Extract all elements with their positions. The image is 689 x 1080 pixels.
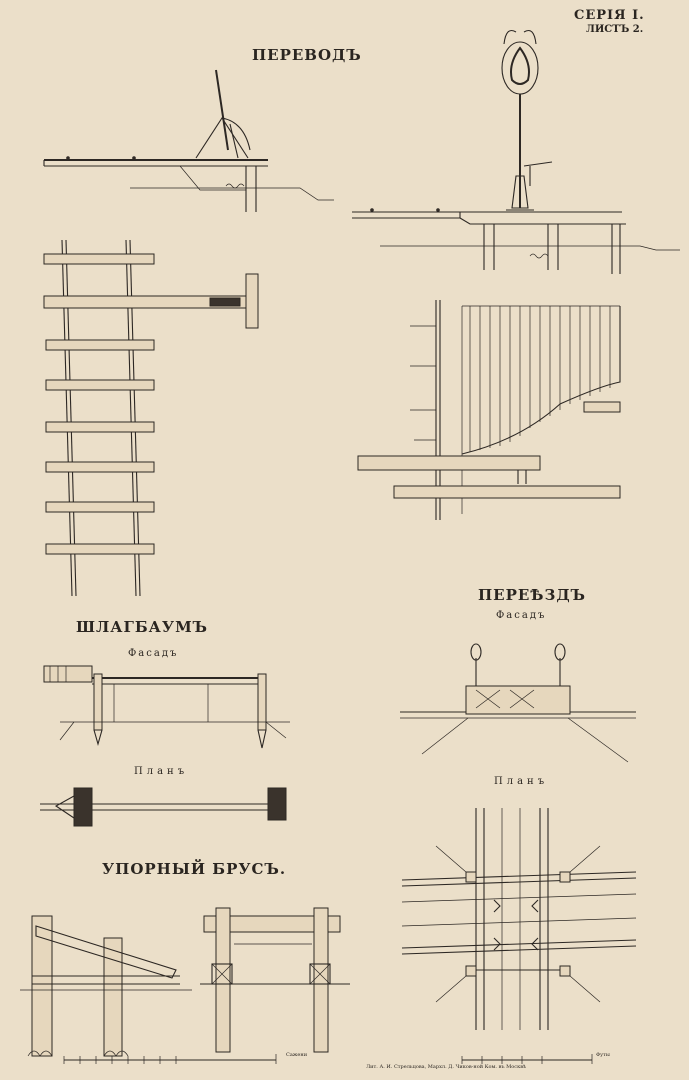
footer-printer: Лит. А. И. Стрельцова, Мархл. Д. Чиков-н… (366, 1064, 527, 1070)
barrier-facade (43, 665, 290, 749)
scale-bars (63, 1054, 593, 1064)
footer-scale-right-unit: Футы (596, 1052, 610, 1058)
crossing-facade (400, 643, 636, 763)
crossing-plan (401, 808, 637, 1030)
series-label: СЕРIЯ I. (574, 8, 645, 23)
pereezd-plan-label: Планъ (494, 776, 549, 787)
footer-scale-left-unit: Сажени (286, 1052, 308, 1058)
switch-signal-plan (357, 300, 621, 520)
buffer-stop (20, 907, 350, 1057)
shlagbaum-title: ШЛАГБАУМЪ (76, 618, 209, 636)
pereezd-title: ПЕРЕѢЗДЪ (478, 586, 587, 604)
shlagbaum-plan-label: Планъ (134, 766, 189, 777)
upor-title: УПОРНЫЙ БРУСЪ. (102, 860, 287, 878)
perevod-title: ПЕРЕВОДЪ (252, 46, 362, 64)
sheet-number-label: ЛИСТЪ 2. (586, 24, 644, 35)
barrier-plan (40, 787, 287, 827)
switch-lever-elevation (43, 69, 334, 212)
switch-track-plan (43, 239, 259, 597)
shlagbaum-facade-label: Фасадъ (128, 648, 179, 659)
pereezd-facade-label: Фасадъ (496, 610, 547, 621)
switch-signal-elevation (352, 29, 680, 274)
